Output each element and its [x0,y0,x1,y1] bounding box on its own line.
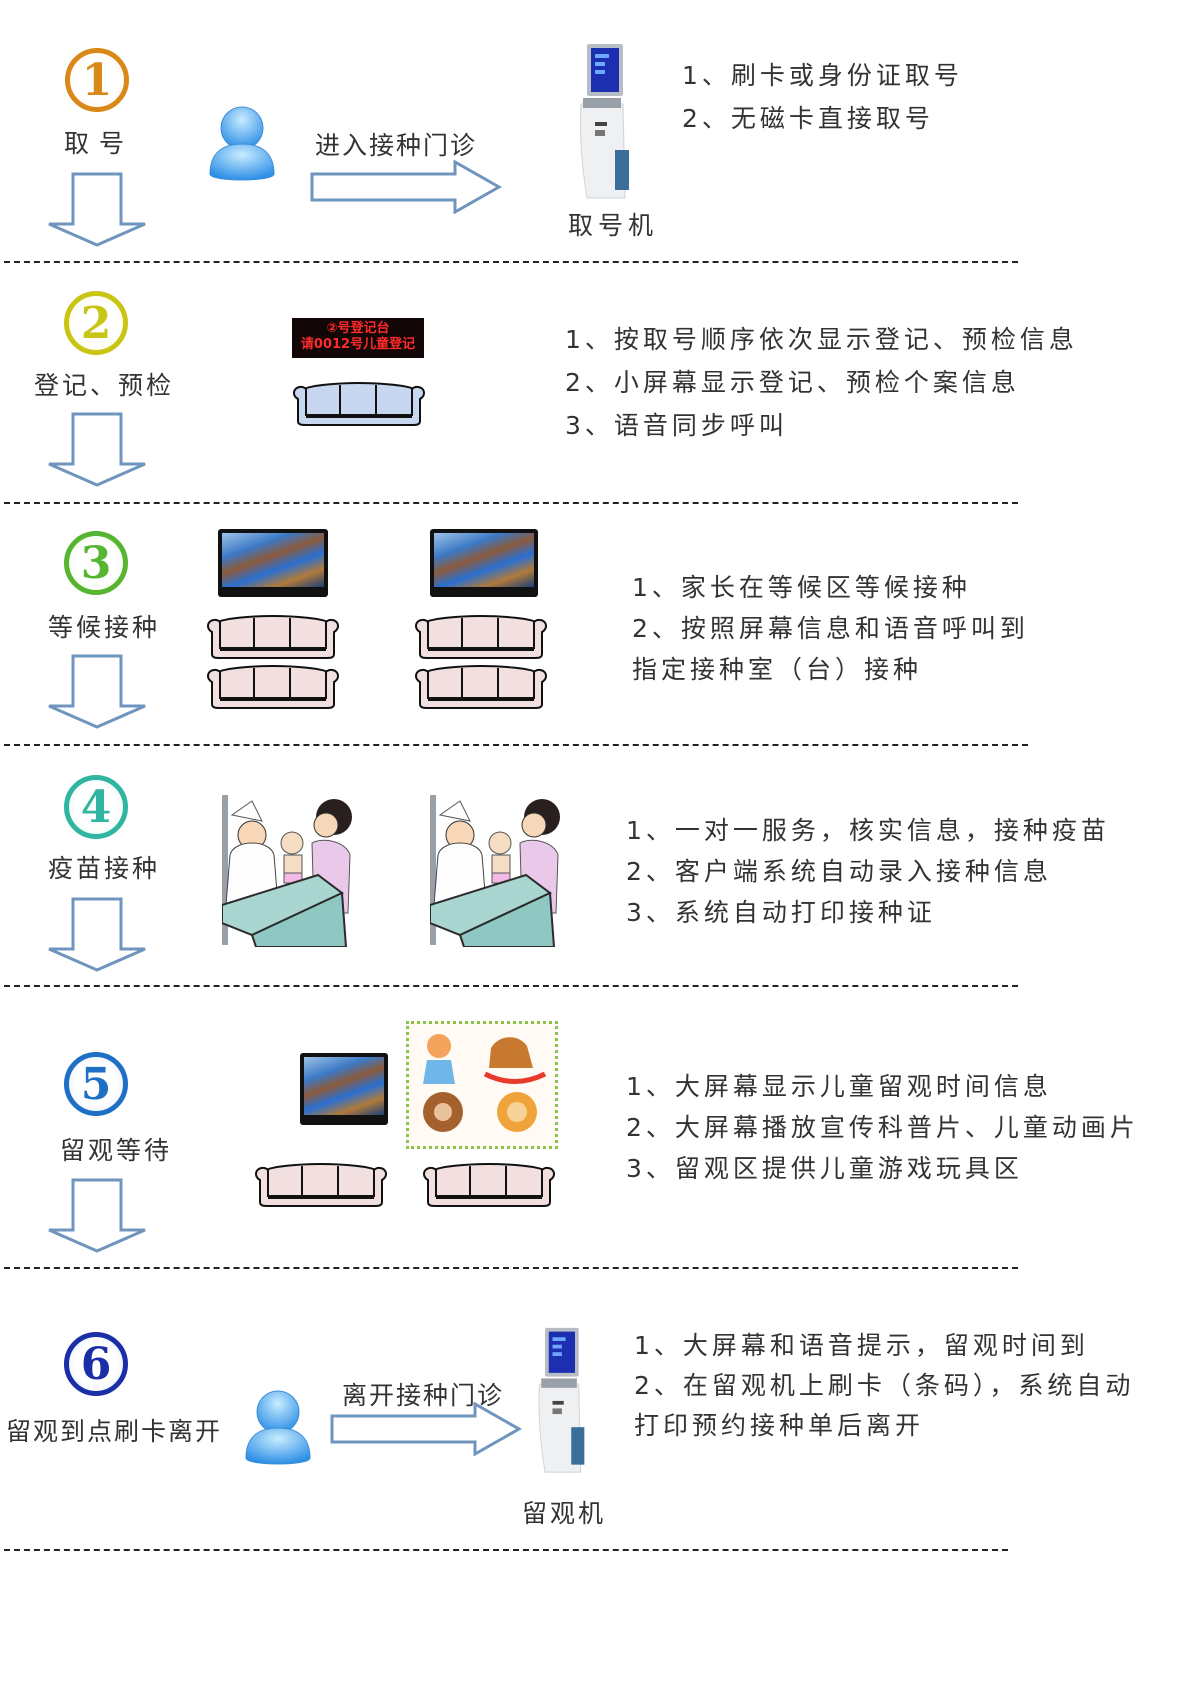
step-4-item: 3、系统自动打印接种证 [626,898,936,927]
enter-clinic-label: 进入接种门诊 [315,131,478,160]
step-3-badge: 3 [64,531,128,595]
step-1-number: 1 [81,54,113,106]
step-2-badge: 2 [64,291,128,355]
observation-machine-icon [530,1326,590,1474]
step-2-number: 2 [80,297,112,349]
step-5-title: 留观等待 [60,1136,173,1165]
toy-area-image [406,1021,558,1149]
sofa-icon [414,664,548,710]
step-1-title: 取号 [64,129,135,158]
section-divider [4,1549,1008,1551]
down-arrow-icon [46,654,148,730]
step-3-title: 等候接种 [48,613,161,642]
step-4-title: 疫苗接种 [48,854,161,883]
right-arrow-icon [330,1402,522,1456]
step-6-title: 留观到点刷卡离开 [6,1417,223,1446]
step-3-item: 1、家长在等候区等候接种 [632,573,971,602]
led-display: ②号登记台 请0012号儿童登记 [292,318,424,358]
section-divider [4,1267,1018,1269]
down-arrow-icon [46,897,148,973]
step-2-list: 1、按取号顺序依次显示登记、预检信息 2、小屏幕显示登记、预检个案信息 3、语音… [565,318,1078,447]
step-4-list: 1、一对一服务，核实信息，接种疫苗 2、客户端系统自动录入接种信息 3、系统自动… [626,810,1110,933]
tv-screen-icon [218,529,328,597]
step-5-item: 3、留观区提供儿童游戏玩具区 [626,1154,1023,1183]
step-3-number: 3 [80,537,112,589]
step-4-item: 2、客户端系统自动录入接种信息 [626,857,1052,886]
step-3-list: 1、家长在等候区等候接种 2、按照屏幕信息和语音呼叫到 指定接种室（台）接种 [632,567,1029,690]
step-6-badge: 6 [64,1332,128,1396]
step-2-title: 登记、预检 [34,371,175,400]
tv-screen-icon [430,529,538,597]
step-6-list: 1、大屏幕和语音提示，留观时间到 2、在留观机上刷卡（条码），系统自动 打印预约… [634,1326,1134,1446]
sofa-icon [292,381,426,427]
step-1-item: 1、刷卡或身份证取号 [682,61,963,90]
sofa-icon [414,614,548,660]
observation-machine-label: 留观机 [522,1499,607,1528]
led-line: 请0012号儿童登记 [300,337,416,352]
step-6-item: 打印预约接种单后离开 [634,1411,925,1440]
section-divider [4,261,1018,263]
step-2-item: 3、语音同步呼叫 [565,411,788,440]
person-icon [206,104,278,188]
step-1-list: 1、刷卡或身份证取号 2、无磁卡直接取号 [682,54,963,140]
sofa-icon [206,614,340,660]
vaccination-scene-image [430,795,560,947]
sofa-icon [206,664,340,710]
step-5-item: 2、大屏幕播放宣传科普片、儿童动画片 [626,1113,1139,1142]
down-arrow-icon [46,412,148,488]
step-4-badge: 4 [64,775,128,839]
sofa-icon [254,1162,388,1208]
step-6-item: 1、大屏幕和语音提示，留观时间到 [634,1331,1089,1360]
down-arrow-icon [46,172,148,248]
sofa-icon [422,1162,556,1208]
step-1-item: 2、无磁卡直接取号 [682,104,934,133]
step-5-item: 1、大屏幕显示儿童留观时间信息 [626,1072,1052,1101]
step-6-number: 6 [80,1338,112,1390]
vaccination-scene-image [222,795,352,947]
step-3-item: 2、按照屏幕信息和语音呼叫到 [632,614,1029,643]
down-arrow-icon [46,1178,148,1254]
ticket-machine-label: 取号机 [568,211,659,240]
step-5-list: 1、大屏幕显示儿童留观时间信息 2、大屏幕播放宣传科普片、儿童动画片 3、留观区… [626,1066,1139,1189]
step-4-item: 1、一对一服务，核实信息，接种疫苗 [626,816,1110,845]
step-1-badge: 1 [65,48,129,112]
step-2-item: 1、按取号顺序依次显示登记、预检信息 [565,325,1078,354]
step-2-item: 2、小屏幕显示登记、预检个案信息 [565,368,1020,397]
step-6-item: 2、在留观机上刷卡（条码），系统自动 [634,1371,1135,1400]
section-divider [4,744,1028,746]
step-3-item: 指定接种室（台）接种 [632,655,923,684]
led-line: ②号登记台 [326,321,390,336]
person-icon [242,1388,314,1472]
section-divider [4,985,1018,987]
right-arrow-icon [310,160,502,214]
step-5-badge: 5 [64,1052,128,1116]
section-divider [4,502,1018,504]
step-4-number: 4 [80,781,112,833]
ticket-machine-icon [573,42,633,200]
step-5-number: 5 [80,1058,112,1110]
tv-screen-icon [300,1053,388,1125]
